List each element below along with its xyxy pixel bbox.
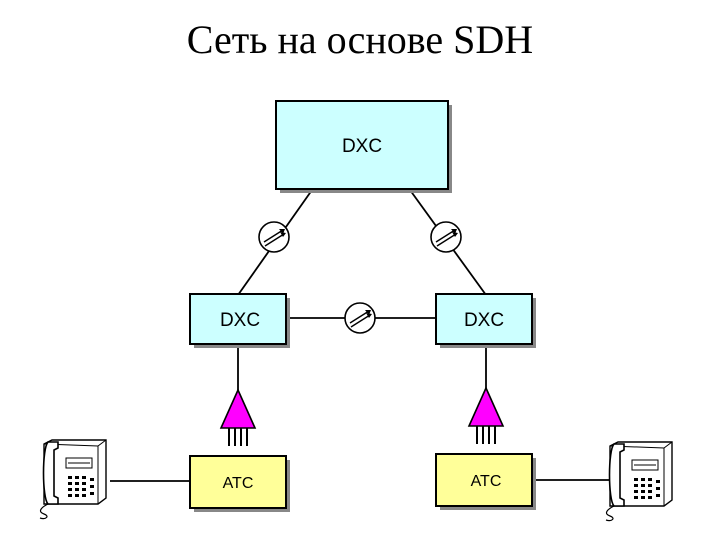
dxc-top-label: DXC (342, 136, 382, 157)
atc-right-label: АТС (471, 473, 502, 490)
dxc-right-node: DXC (435, 293, 536, 348)
atc-left-label: АТС (223, 475, 254, 492)
dxc-top-node: DXC (275, 100, 452, 193)
atc-right-node: АТС (435, 453, 536, 510)
regenerator-icon (430, 221, 462, 253)
telephone-icon (605, 441, 673, 522)
dxc-left-label: DXC (220, 310, 260, 331)
dxc-right-label: DXC (464, 310, 504, 331)
multiplexer-icon (468, 387, 504, 445)
dxc-left-node: DXC (189, 293, 290, 348)
multiplexer-icon (220, 389, 256, 447)
regenerator-icon (258, 221, 290, 253)
page-title: Сеть на основе SDH (186, 17, 534, 62)
atc-left-node: АТС (189, 455, 290, 512)
telephone-icon (39, 439, 107, 520)
regenerator-icon (344, 302, 376, 334)
